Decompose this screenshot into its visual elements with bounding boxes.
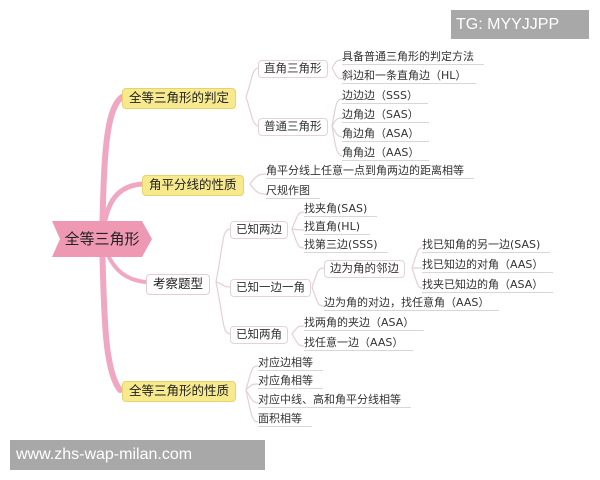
leaf-item[interactable]: 找直角(HL)	[304, 221, 370, 235]
central-topic[interactable]: 全等三角形	[52, 221, 152, 257]
leaf-label: 找已知边的对角（AAS）	[422, 258, 544, 271]
leaf-item[interactable]: 找两角的夹边（ASA）	[304, 316, 425, 331]
leaf-item[interactable]: 找已知角的另一边(SAS)	[422, 238, 551, 253]
leaf-label: 找已知角的另一边(SAS)	[422, 238, 541, 251]
leaf-item[interactable]: 角边角（ASA）	[342, 127, 430, 142]
leaf-label: 找直角(HL)	[304, 220, 360, 233]
leaf-label: 面积相等	[258, 412, 302, 425]
leaf-label: 找夹已知边的角（ASA）	[422, 278, 544, 291]
leaf-label: 角角边（AAS）	[342, 146, 420, 159]
sub-general-triangle[interactable]: 普通三角形	[258, 118, 328, 136]
leaf-label: 具备普通三角形的判定方法	[342, 50, 474, 63]
watermark-text: www.zhs-wap-milan.com	[16, 446, 193, 463]
sub-label: 已知两角	[236, 327, 282, 341]
branch-angle-bisector[interactable]: 角平分线的性质	[142, 175, 244, 196]
branch-label: 全等三角形的判定	[129, 90, 230, 105]
leaf-item[interactable]: 对应边相等	[258, 357, 323, 371]
leaf-item[interactable]: 角平分线上任意一点到角两边的距离相等	[266, 165, 474, 179]
watermark-top-right: TG: MYYJJPP	[451, 10, 589, 39]
sub-label: 已知两边	[236, 222, 282, 236]
leaf-label: 斜边和一条直角边（HL）	[342, 69, 467, 82]
central-topic-label: 全等三角形	[64, 229, 140, 248]
branch-question-types[interactable]: 考察题型	[146, 274, 211, 295]
leaf-label: 角边角（ASA）	[342, 127, 420, 140]
sub-two-sides-known[interactable]: 已知两边	[230, 221, 288, 239]
leaf-opposite-side[interactable]: 边为角的对边，找任意角（AAS）	[324, 296, 500, 311]
branch-congruence-properties[interactable]: 全等三角形的性质	[122, 381, 237, 402]
branch-congruence-criteria[interactable]: 全等三角形的判定	[122, 88, 237, 109]
leaf-item[interactable]: 找第三边(SSS)	[304, 239, 388, 253]
leaf-item[interactable]: 找任意一边（AAS）	[304, 336, 414, 351]
leaf-label: 边为角的对边，找任意角（AAS）	[324, 296, 490, 309]
leaf-item[interactable]: 面积相等	[258, 413, 312, 427]
watermark-text: TG: MYYJJPP	[456, 15, 560, 33]
sub-label: 直角三角形	[264, 61, 322, 75]
sub-adjacent-side[interactable]: 边为角的邻边	[324, 260, 405, 278]
sub-label: 边为角的邻边	[330, 261, 399, 275]
leaf-label: 找任意一边（AAS）	[304, 336, 404, 349]
leaf-item[interactable]: 找夹角(SAS)	[304, 202, 378, 217]
leaf-label: 对应角相等	[258, 374, 313, 387]
branch-label: 全等三角形的性质	[129, 383, 230, 398]
leaf-label: 边边边（SSS）	[342, 89, 418, 102]
watermark-bottom-left: www.zhs-wap-milan.com	[10, 440, 265, 470]
leaf-item[interactable]: 边边边（SSS）	[342, 90, 428, 104]
branch-label: 角平分线的性质	[149, 177, 237, 192]
leaf-label: 找夹角(SAS)	[304, 202, 368, 215]
leaf-label: 对应中线、高和角平分线相等	[258, 393, 401, 406]
leaf-item[interactable]: 尺规作图	[266, 185, 320, 199]
leaf-label: 找第三边(SSS)	[304, 238, 378, 251]
sub-side-angle-known[interactable]: 已知一边一角	[230, 279, 311, 297]
sub-right-triangle[interactable]: 直角三角形	[258, 60, 328, 78]
leaf-label: 尺规作图	[266, 184, 310, 197]
leaf-label: 角平分线上任意一点到角两边的距离相等	[266, 164, 464, 177]
branch-label: 考察题型	[153, 276, 204, 291]
leaf-label: 对应边相等	[258, 356, 313, 369]
leaf-label: 找两角的夹边（ASA）	[304, 316, 415, 329]
leaf-label: 边角边（SAS）	[342, 108, 419, 121]
leaf-item[interactable]: 对应中线、高和角平分线相等	[258, 394, 411, 408]
leaf-item[interactable]: 边角边（SAS）	[342, 109, 429, 123]
leaf-item[interactable]: 具备普通三角形的判定方法	[342, 51, 484, 65]
sub-two-angles-known[interactable]: 已知两角	[230, 326, 288, 344]
leaf-item[interactable]: 对应角相等	[258, 375, 323, 389]
leaf-item[interactable]: 找夹已知边的角（ASA）	[422, 278, 554, 293]
leaf-item[interactable]: 找已知边的对角（AAS）	[422, 258, 554, 273]
leaf-item[interactable]: 角角边（AAS）	[342, 146, 430, 161]
sub-label: 普通三角形	[264, 119, 322, 133]
leaf-item[interactable]: 斜边和一条直角边（HL）	[342, 69, 477, 84]
sub-label: 已知一边一角	[236, 280, 305, 294]
